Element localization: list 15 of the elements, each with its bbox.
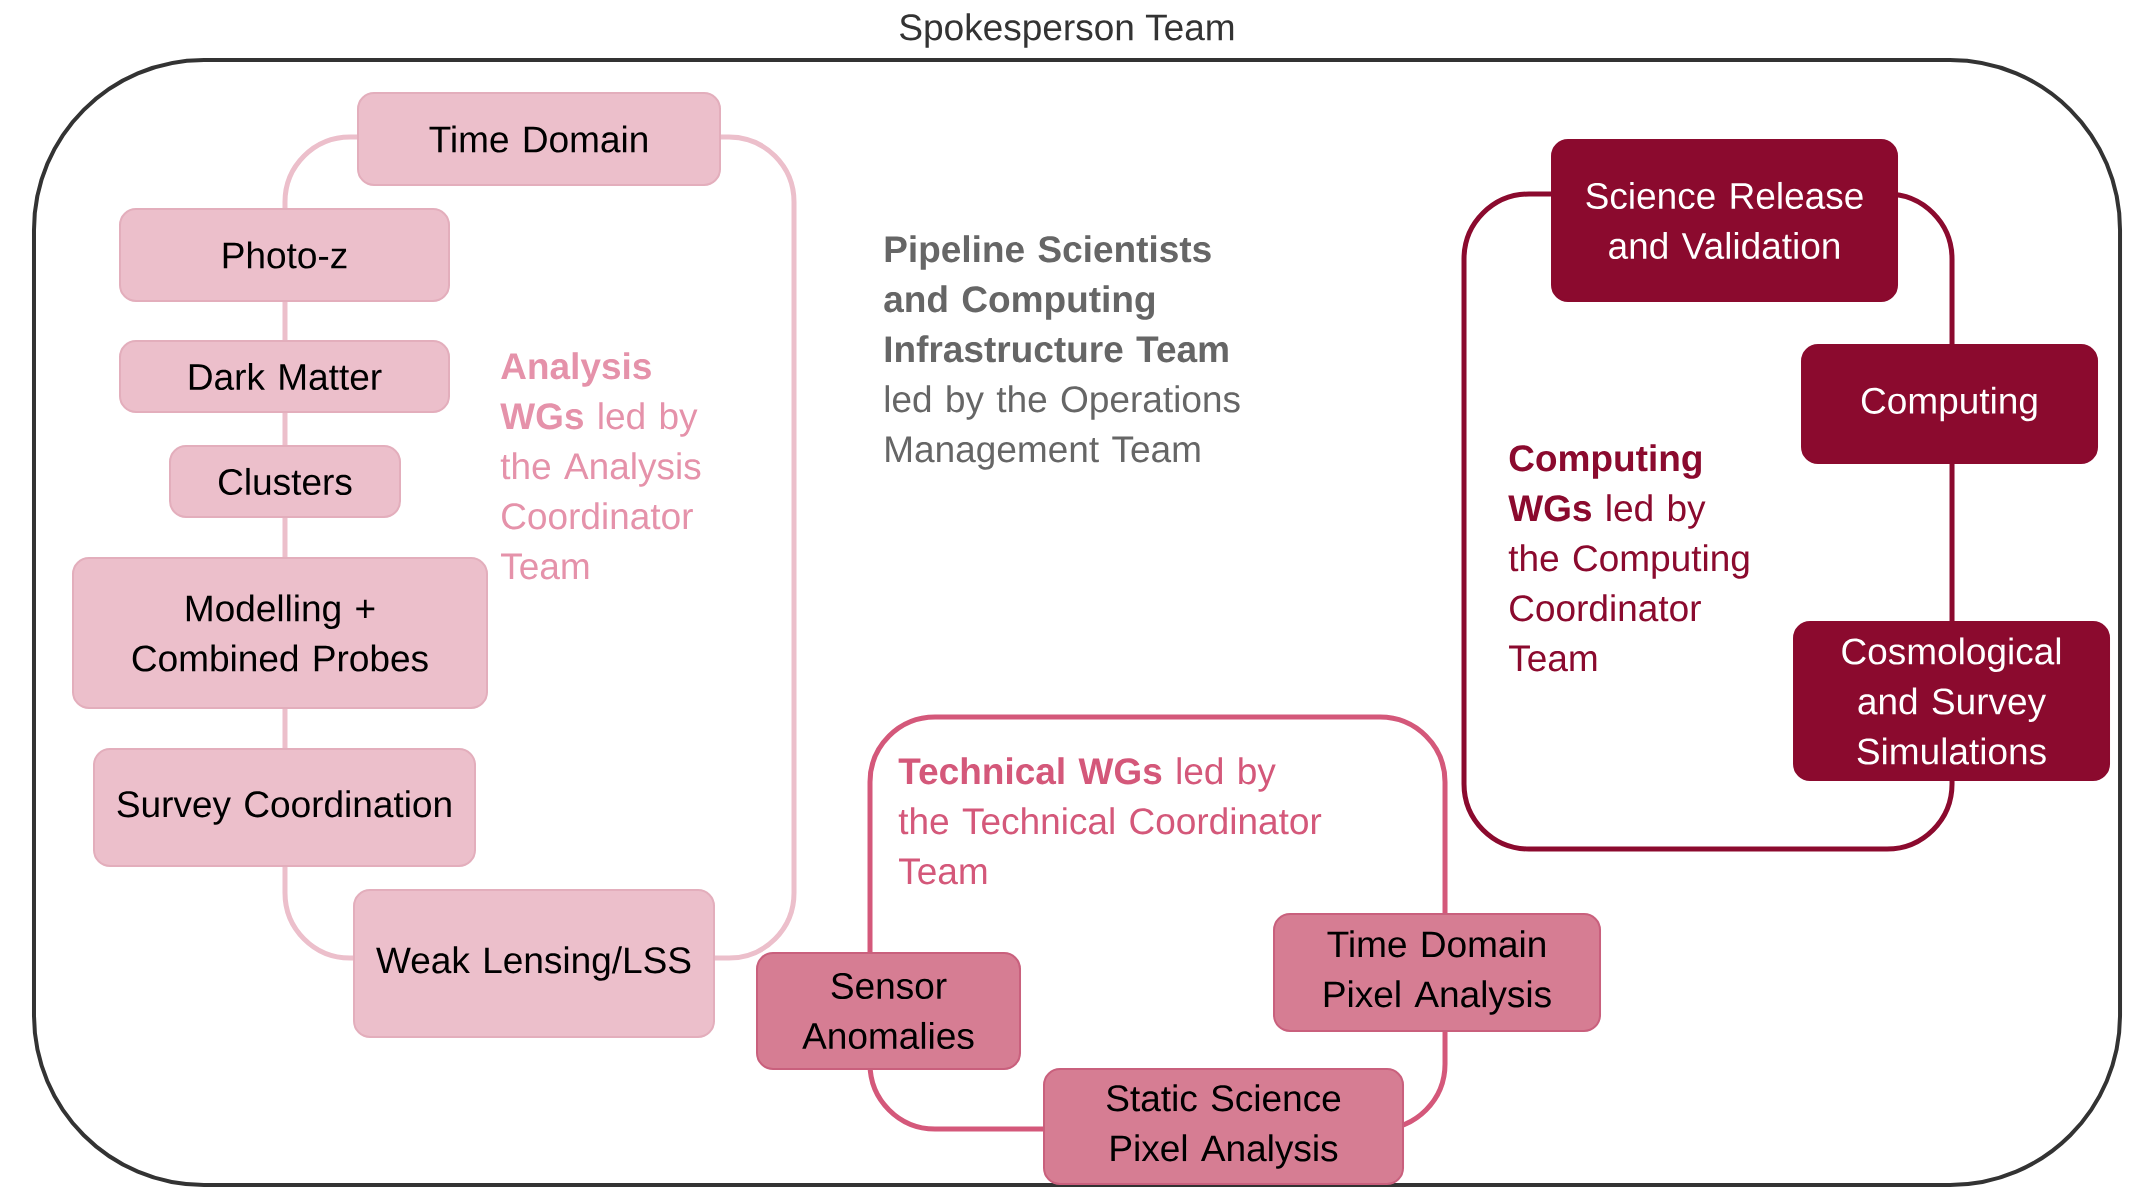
group-box: Cosmological and Survey Simulations: [1793, 621, 2110, 781]
group-box: Sensor Anomalies: [756, 952, 1021, 1070]
group-box: Dark Matter: [119, 340, 450, 413]
group-box: Computing: [1801, 344, 2098, 464]
group-box: Weak Lensing/LSS: [353, 889, 715, 1038]
group-box: Survey Coordination: [93, 748, 476, 867]
group-box: Photo-z: [119, 208, 450, 302]
group-box: Clusters: [169, 445, 401, 518]
description-text: Pipeline Scientists and Computing Infrastructure Team led by the Operations Management Team: [884, 235, 1240, 470]
group-box: Time Domain: [357, 92, 721, 186]
group-box: Science Release and Validation: [1551, 139, 1898, 302]
group-box: Time Domain Pixel Analysis: [1273, 913, 1601, 1032]
node-label: Spokesperson Team: [900, 13, 1234, 48]
group-box: Modelling + Combined Probes: [72, 557, 488, 709]
group-box: Static Science Pixel Analysis: [1043, 1068, 1404, 1185]
